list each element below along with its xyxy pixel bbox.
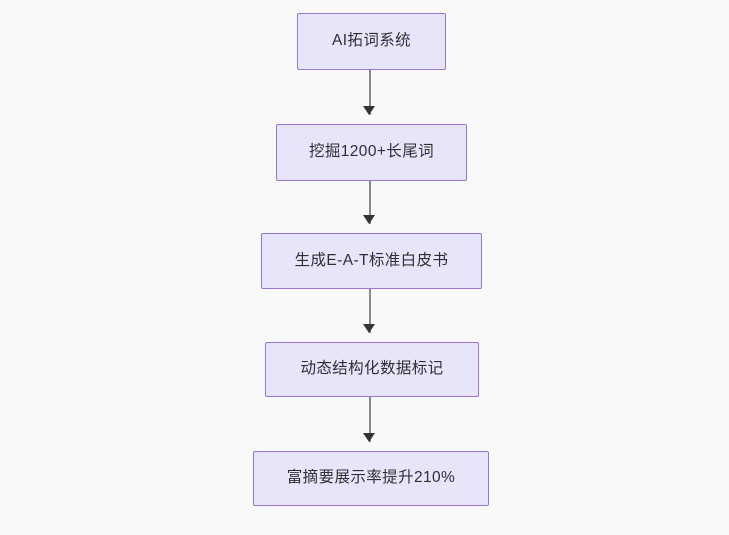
flowchart-node-n2[interactable]: 挖掘1200+长尾词: [276, 124, 467, 181]
connector-n2-to-n3: [369, 181, 371, 224]
connector-n4-to-n5: [369, 397, 371, 442]
flowchart-node-n1[interactable]: AI拓词系统: [297, 13, 446, 70]
flowchart-node-label: AI拓词系统: [331, 32, 412, 50]
arrowhead-icon-n3-to-n4: [363, 324, 375, 333]
flowchart-node-label: 生成E-A-T标准白皮书: [294, 251, 449, 269]
arrowhead-icon-n1-to-n2: [363, 106, 375, 115]
flowchart-node-label: 富摘要展示率提升210%: [286, 469, 456, 487]
flowchart-node-label: 挖掘1200+长尾词: [308, 143, 435, 161]
flowchart-node-n4[interactable]: 动态结构化数据标记: [265, 342, 479, 397]
arrowhead-icon-n4-to-n5: [363, 433, 375, 442]
connector-n1-to-n2: [369, 70, 371, 115]
flowchart-node-label: 动态结构化数据标记: [300, 360, 444, 378]
flowchart-node-n5[interactable]: 富摘要展示率提升210%: [253, 451, 489, 506]
connector-n3-to-n4: [369, 289, 371, 333]
flowchart-node-n3[interactable]: 生成E-A-T标准白皮书: [261, 233, 482, 289]
arrowhead-icon-n2-to-n3: [363, 215, 375, 224]
